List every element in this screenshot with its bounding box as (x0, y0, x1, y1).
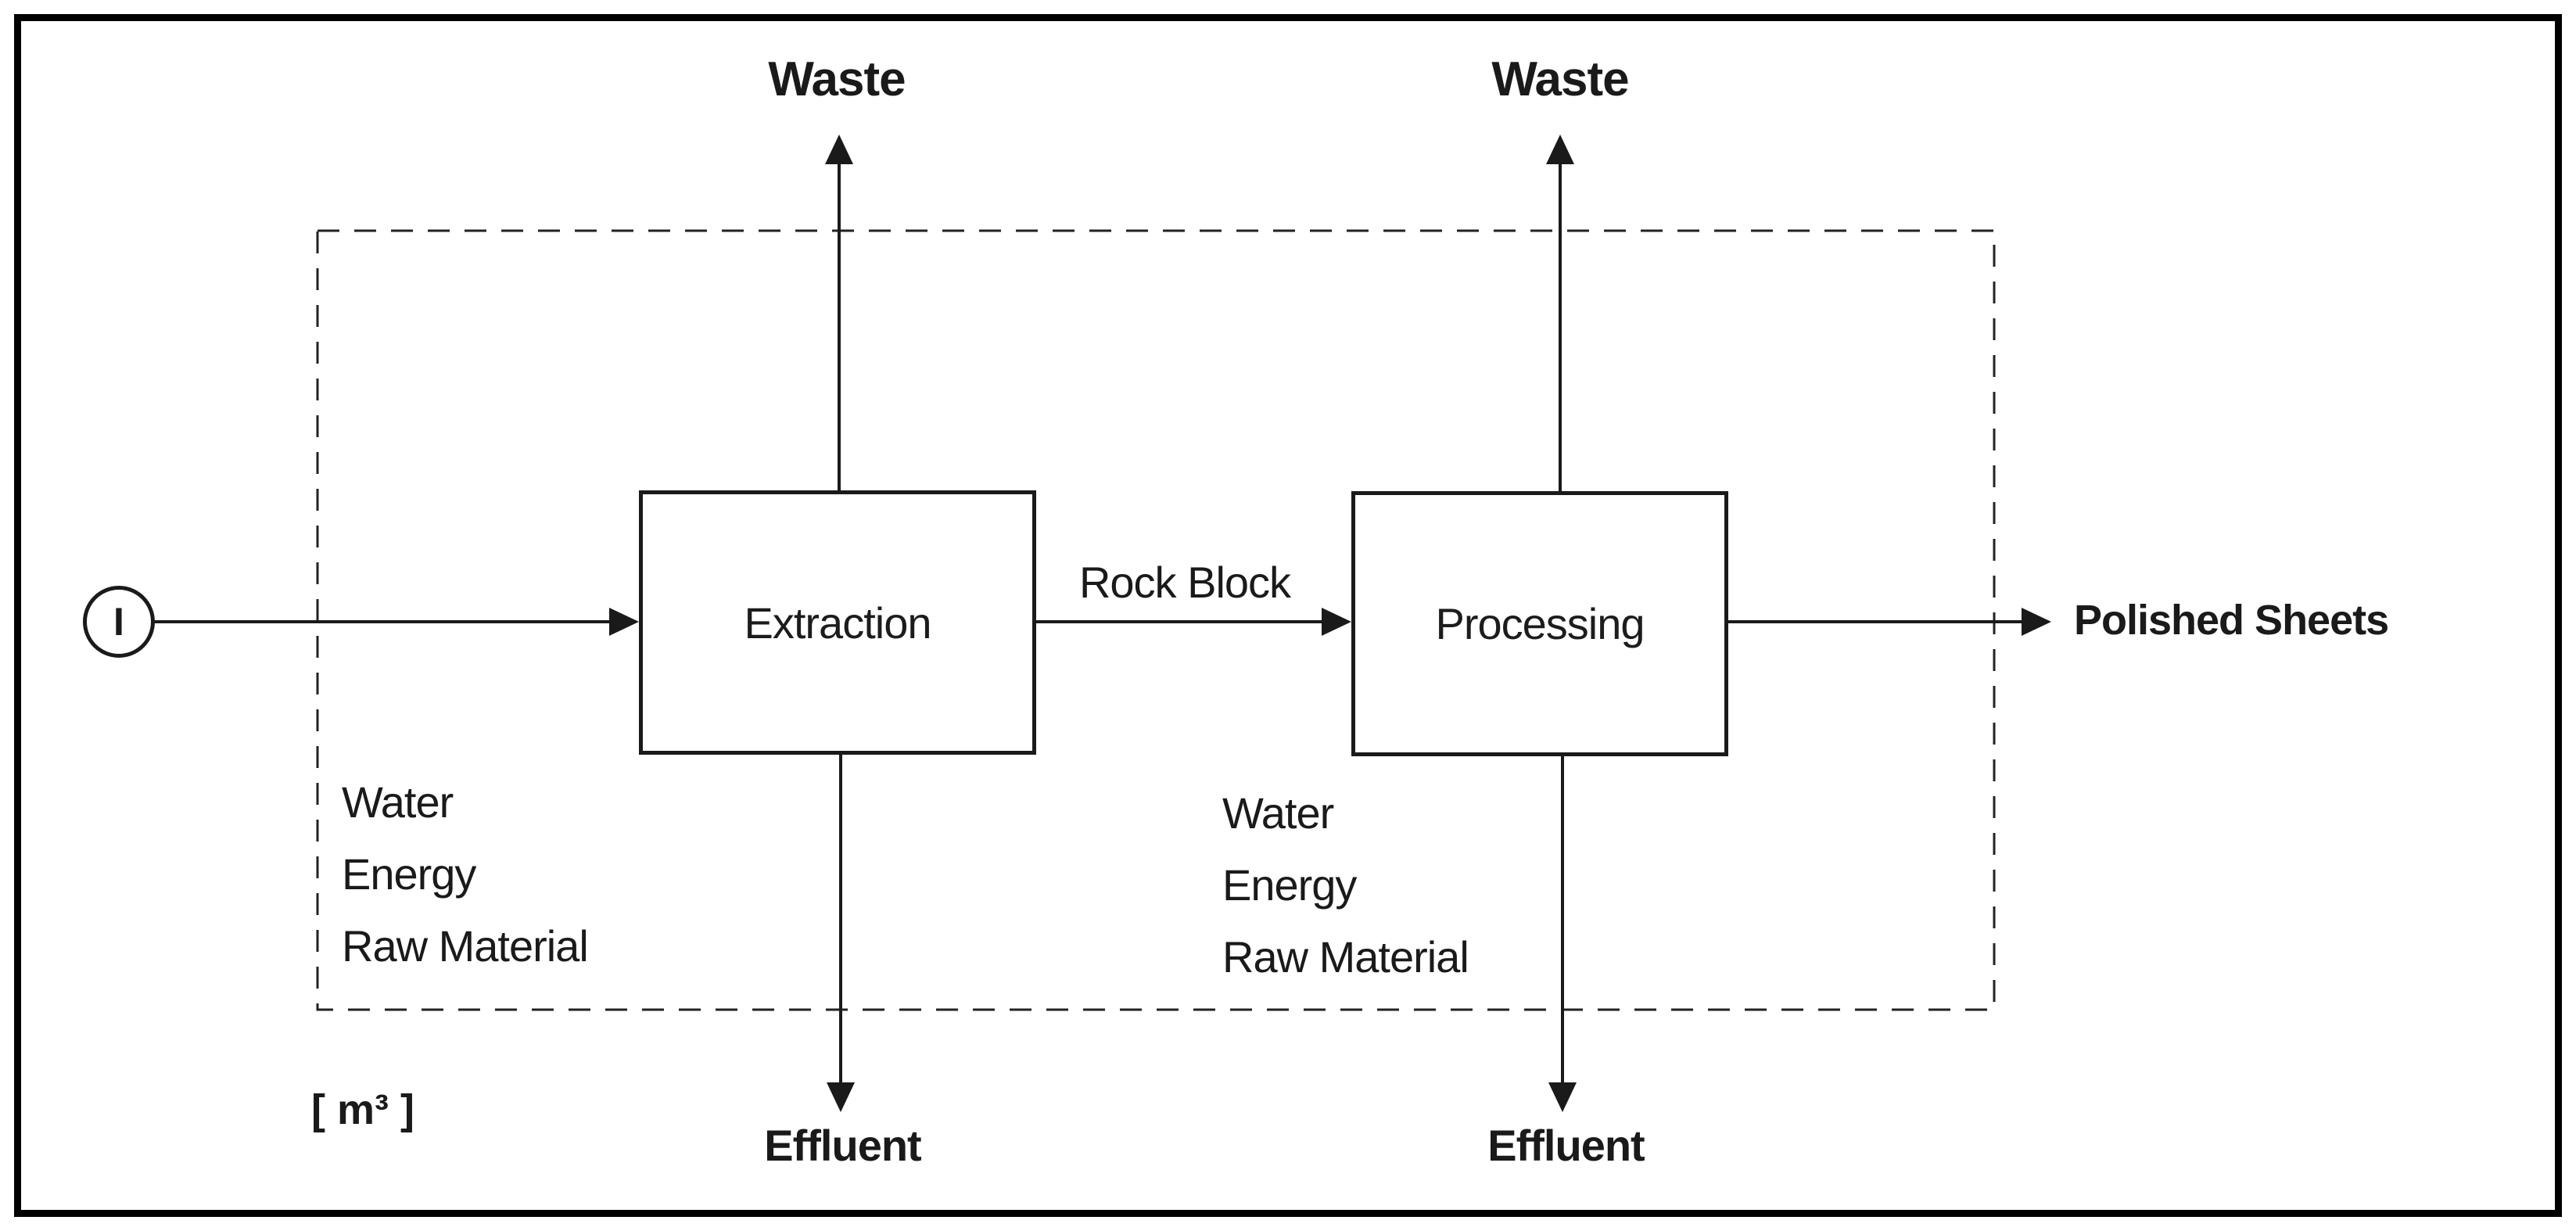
extraction-box: Extraction (639, 490, 1036, 755)
waste-arrow-extraction-line (838, 164, 841, 490)
input-item-water: Water (342, 777, 454, 827)
arrow-input-to-extraction-head (609, 608, 639, 636)
waste-arrow-processing-line (1559, 164, 1562, 491)
input-item-raw-material: Raw Material (342, 921, 589, 971)
arrow-input-to-extraction-line (154, 620, 612, 623)
waste-label-extraction: Waste (768, 52, 906, 106)
arrow-processing-to-output-line (1728, 620, 2024, 623)
input-item-raw-material: Raw Material (1222, 932, 1469, 982)
processing-label: Processing (1435, 599, 1645, 648)
effluent-arrow-extraction-line (839, 755, 842, 1083)
waste-arrow-extraction-head (825, 135, 853, 164)
effluent-arrow-extraction-head (827, 1082, 855, 1112)
effluent-label-processing: Effluent (1487, 1121, 1645, 1170)
polished-sheets-label: Polished Sheets (2074, 597, 2389, 644)
input-item-energy: Energy (1222, 860, 1357, 910)
effluent-arrow-processing-line (1561, 756, 1564, 1083)
processing-box: Processing (1351, 491, 1728, 756)
outer-frame (14, 14, 2562, 1217)
effluent-arrow-processing-head (1548, 1082, 1577, 1112)
input-node-circle: I (83, 586, 155, 658)
waste-arrow-processing-head (1546, 135, 1574, 164)
effluent-label-extraction: Effluent (764, 1121, 921, 1170)
extraction-label: Extraction (744, 598, 932, 648)
input-node-label: I (113, 600, 124, 644)
arrow-extraction-to-processing-line (1036, 620, 1323, 623)
input-item-energy: Energy (342, 849, 476, 899)
rock-block-label: Rock Block (1078, 558, 1291, 607)
arrow-extraction-to-processing-head (1322, 608, 1351, 636)
waste-label-processing: Waste (1491, 52, 1629, 106)
input-item-water: Water (1222, 788, 1334, 838)
inputs-list-processing: Water Energy Raw Material (1222, 777, 1469, 993)
arrow-processing-to-output-head (2022, 608, 2051, 636)
unit-label: [ m³ ] (311, 1086, 414, 1133)
inputs-list-extraction: Water Energy Raw Material (342, 766, 589, 982)
